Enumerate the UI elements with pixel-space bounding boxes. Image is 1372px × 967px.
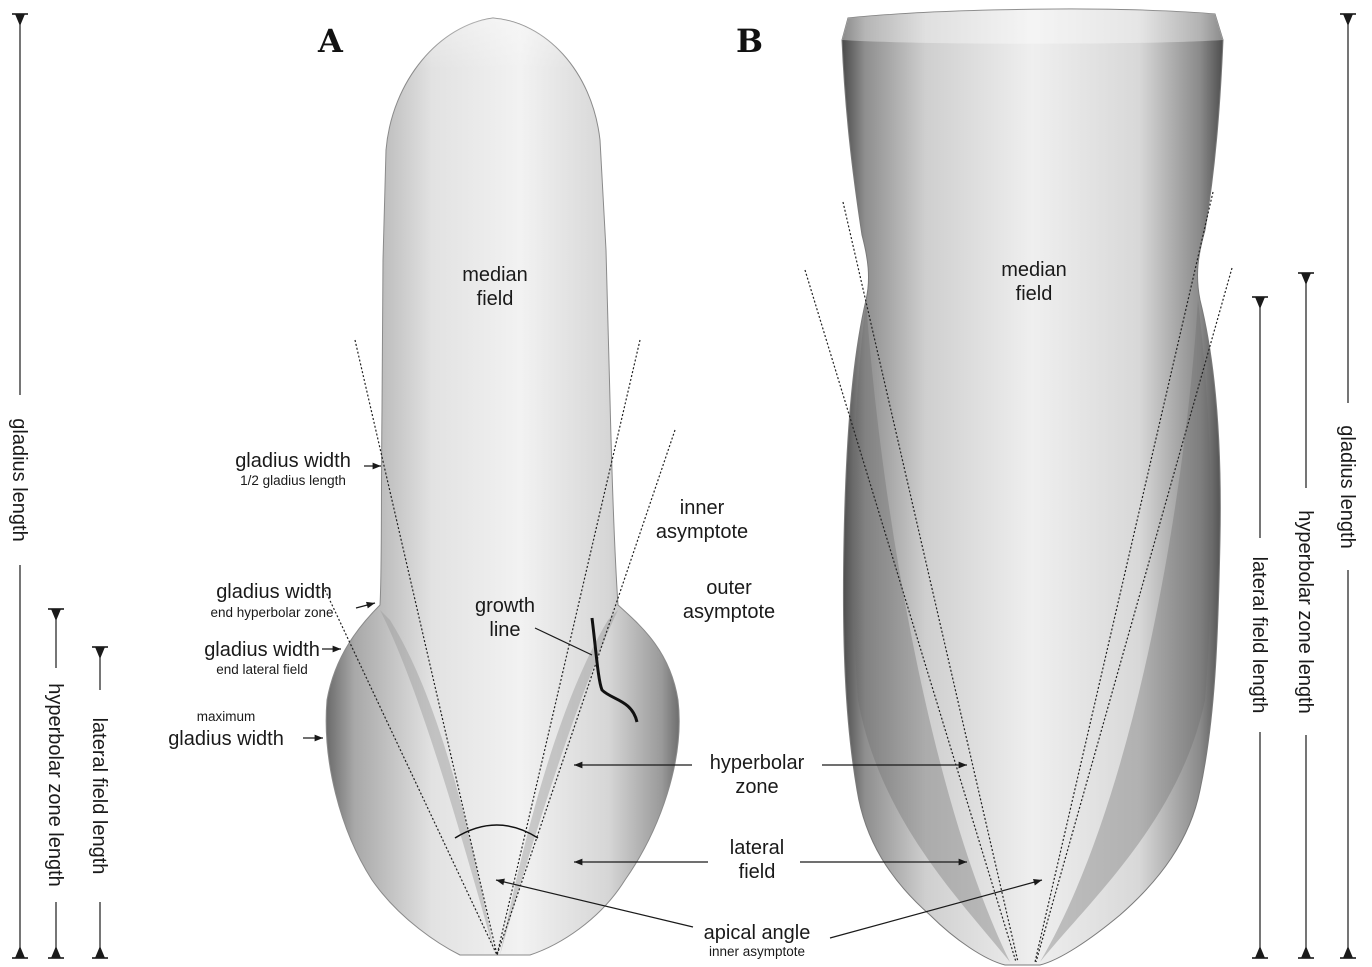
gladius-width-half-line1: gladius width — [235, 450, 351, 472]
hyperbolar-zone-line1: hyperbolar — [710, 752, 805, 774]
panel-label-a: A — [317, 22, 344, 60]
hyperbolar-zone-length-dimension-right: hyperbolar zone length — [1294, 273, 1316, 958]
inner-asymptote-line2: asymptote — [656, 521, 748, 543]
gladius-length-dimension-left: gladius length — [8, 14, 30, 958]
median-field-b-line2: field — [1016, 283, 1053, 305]
gladius-width-end-hyperbolar-line1: gladius width — [216, 581, 332, 603]
outer-asymptote-line1: outer — [706, 577, 752, 599]
median-field-b-line1: median — [1001, 259, 1067, 281]
lateral-field-length-label-right: lateral field length — [1248, 557, 1270, 714]
gladius-width-end-lateral-line1: gladius width — [204, 639, 320, 661]
gladius-width-end-hyperbolar-line2: end hyperbolar zone — [210, 605, 333, 620]
gladius-b-shape — [842, 9, 1223, 965]
gladius-length-label-right: gladius length — [1336, 425, 1358, 548]
apical-angle-line1: apical angle — [704, 922, 811, 944]
gladius-width-half-line2: 1/2 gladius length — [240, 473, 346, 488]
gladius-a-shape — [326, 18, 679, 955]
hyperbolar-zone-line2: zone — [735, 776, 778, 798]
inner-asymptote-line1: inner — [680, 497, 725, 519]
gladius-width-end-hyperbolar-arrow — [356, 603, 375, 608]
outer-asymptote-line2: asymptote — [683, 601, 775, 623]
lateral-field-length-dimension-right: lateral field length — [1248, 297, 1270, 958]
median-field-a-line1: median — [462, 264, 528, 286]
lateral-field-length-label-left: lateral field length — [88, 718, 110, 875]
hyperbolar-zone-length-label-right: hyperbolar zone length — [1294, 510, 1316, 713]
maximum-gladius-width-line2: gladius width — [168, 728, 284, 750]
lateral-field-length-dimension-left: lateral field length — [88, 647, 110, 958]
hyperbolar-zone-length-dimension-left: hyperbolar zone length — [44, 609, 66, 958]
apical-angle-line2: inner asymptote — [709, 944, 805, 959]
median-field-a-line2: field — [477, 288, 514, 310]
gladius-width-end-lateral-line2: end lateral field — [216, 662, 308, 677]
growth-line-line2: line — [489, 619, 520, 641]
lateral-field-line1: lateral — [730, 837, 784, 859]
maximum-gladius-width-line1: maximum — [197, 709, 256, 724]
growth-line-line1: growth — [475, 595, 535, 617]
lateral-field-line2: field — [739, 861, 776, 883]
panel-label-b: B — [736, 22, 763, 60]
gladius-length-dimension-right: gladius length — [1336, 14, 1358, 958]
gladius-length-label-left: gladius length — [8, 418, 30, 541]
hyperbolar-zone-length-label-left: hyperbolar zone length — [44, 683, 66, 886]
